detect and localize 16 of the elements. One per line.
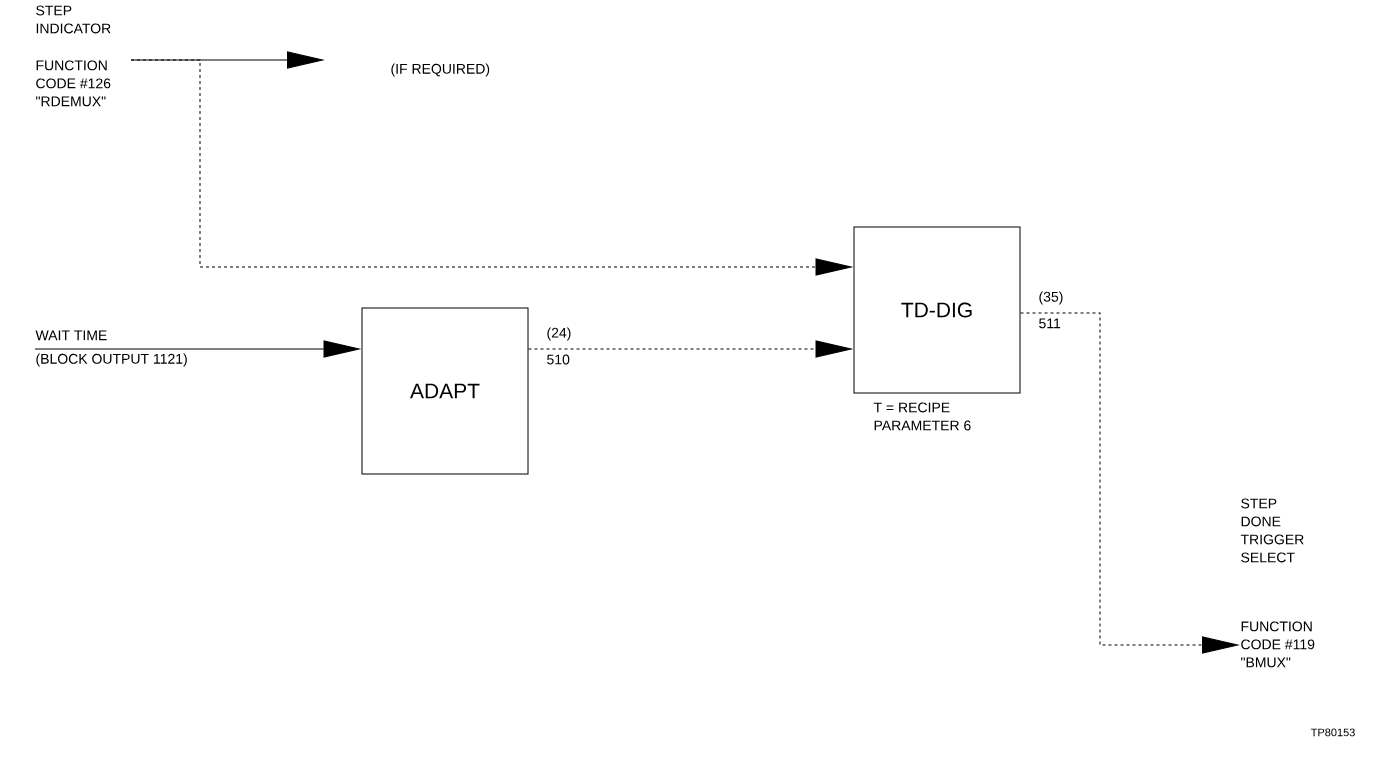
node-label: (24) <box>547 327 571 341</box>
drawing-number: TP80153 <box>1310 728 1355 737</box>
node-label: 510 <box>547 354 570 365</box>
node-label: (35) <box>1039 291 1063 305</box>
note-text: (IF REQUIRED) <box>391 63 490 77</box>
arrow <box>130 51 324 69</box>
function-block-box: TD-DIG <box>853 226 1021 394</box>
arrow <box>1020 312 1239 654</box>
signal-text: STEP INDICATOR FUNCTION CODE #126 "RDEMUX" <box>36 5 111 107</box>
node-label: T = RECIPE PARAMETER 6 <box>873 402 971 431</box>
signal-text: WAIT TIME (BLOCK OUTPUT 1121) <box>35 330 187 367</box>
arrow <box>34 340 360 358</box>
function-block-box: ADAPT <box>361 307 529 475</box>
arrow <box>528 340 852 358</box>
signal-text: STEP DONE TRIGGER SELECT FUNCTION CODE #119 "BMUX" <box>1240 498 1315 668</box>
node-label: 511 <box>1039 318 1061 329</box>
